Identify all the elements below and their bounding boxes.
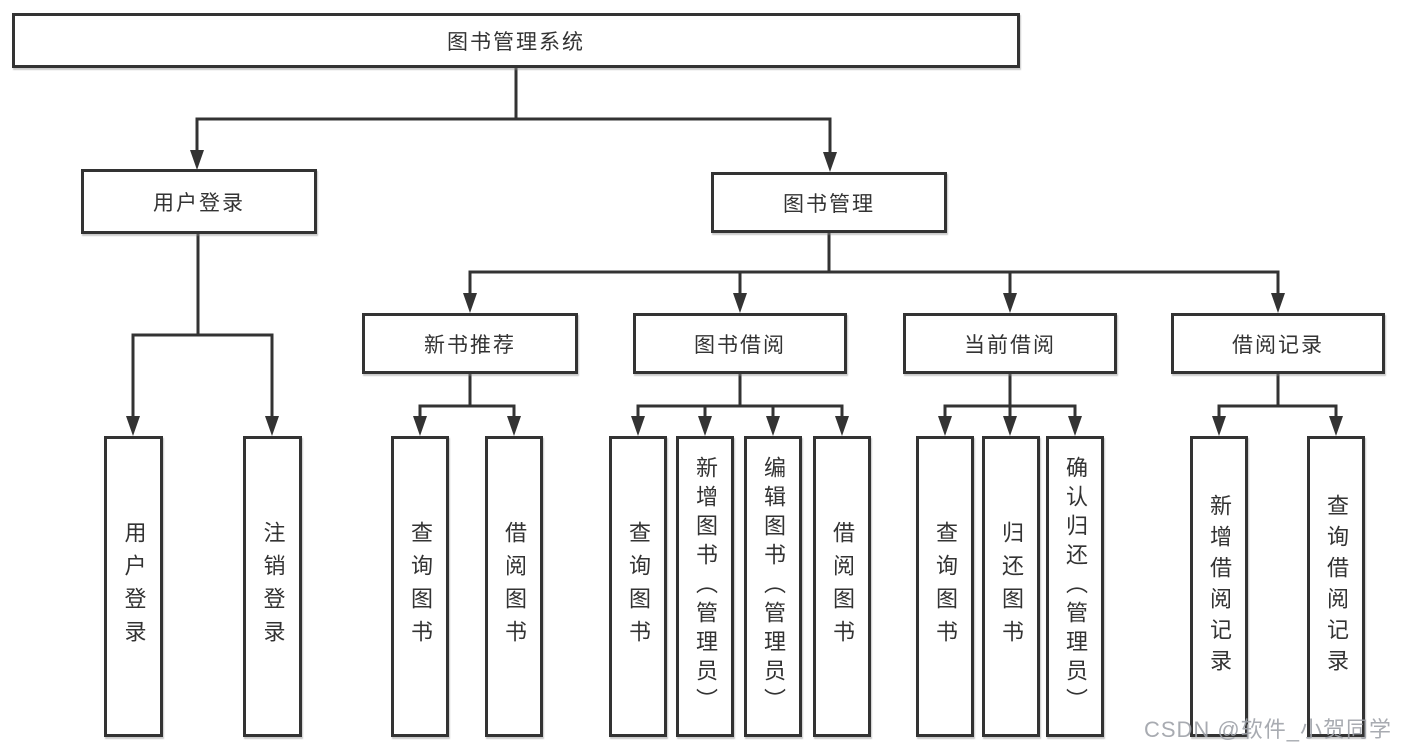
node-book-borrowing: 图书借阅 bbox=[633, 313, 847, 374]
node-new-book-recommend: 新书推荐 bbox=[362, 313, 578, 374]
node-label: 图书管理系统 bbox=[447, 30, 585, 54]
node-label: 查询图书 bbox=[408, 520, 433, 653]
node-label: 查询图书 bbox=[933, 520, 958, 653]
leaf-query-books-current: 查询图书 bbox=[916, 436, 974, 737]
leaf-query-borrow-record: 查询借阅记录 bbox=[1307, 436, 1365, 737]
node-label: 查询借阅记录 bbox=[1324, 493, 1349, 680]
node-book-management: 图书管理 bbox=[711, 172, 947, 233]
node-label: 借阅图书 bbox=[502, 520, 527, 653]
node-label: 查询图书 bbox=[626, 520, 651, 653]
csdn-watermark: CSDN @软件_小贺同学 bbox=[1143, 717, 1392, 742]
leaf-query-books-recommend: 查询图书 bbox=[391, 436, 449, 737]
node-label: 注销登录 bbox=[260, 520, 286, 653]
leaf-edit-book-admin: 编辑图书（管理员） bbox=[744, 436, 802, 737]
node-current-borrowing: 当前借阅 bbox=[903, 313, 1117, 374]
node-label: 用户登录 bbox=[153, 191, 245, 215]
node-library-management-system: 图书管理系统 bbox=[12, 13, 1020, 68]
leaf-borrow-books-recommend: 借阅图书 bbox=[485, 436, 543, 737]
leaf-confirm-return-admin: 确认归还（管理员） bbox=[1046, 436, 1104, 737]
node-label: 图书管理 bbox=[783, 192, 875, 216]
node-label: 图书借阅 bbox=[694, 333, 786, 357]
node-user-login: 用户登录 bbox=[81, 169, 317, 234]
node-label: 当前借阅 bbox=[964, 333, 1056, 357]
leaf-add-book-admin: 新增图书（管理员） bbox=[676, 436, 734, 737]
node-label: 确认归还（管理员） bbox=[1063, 456, 1088, 717]
arrowheads bbox=[126, 150, 1343, 436]
node-label: 新增借阅记录 bbox=[1207, 493, 1232, 680]
node-label: 新增图书（管理员） bbox=[693, 456, 718, 717]
leaf-query-books-borrowing: 查询图书 bbox=[609, 436, 667, 737]
node-label: 归还图书 bbox=[999, 520, 1024, 653]
node-label: 借阅记录 bbox=[1232, 333, 1324, 357]
leaf-user-login: 用户登录 bbox=[104, 436, 163, 737]
leaf-logout: 注销登录 bbox=[243, 436, 302, 737]
leaf-add-borrow-record: 新增借阅记录 bbox=[1190, 436, 1248, 737]
node-label: 编辑图书（管理员） bbox=[761, 456, 786, 717]
node-label: 借阅图书 bbox=[830, 520, 855, 653]
leaf-borrow-books: 借阅图书 bbox=[813, 436, 871, 737]
node-label: 新书推荐 bbox=[424, 333, 516, 357]
leaf-return-book: 归还图书 bbox=[982, 436, 1040, 737]
node-borrow-records: 借阅记录 bbox=[1171, 313, 1385, 374]
node-label: 用户登录 bbox=[121, 520, 147, 653]
